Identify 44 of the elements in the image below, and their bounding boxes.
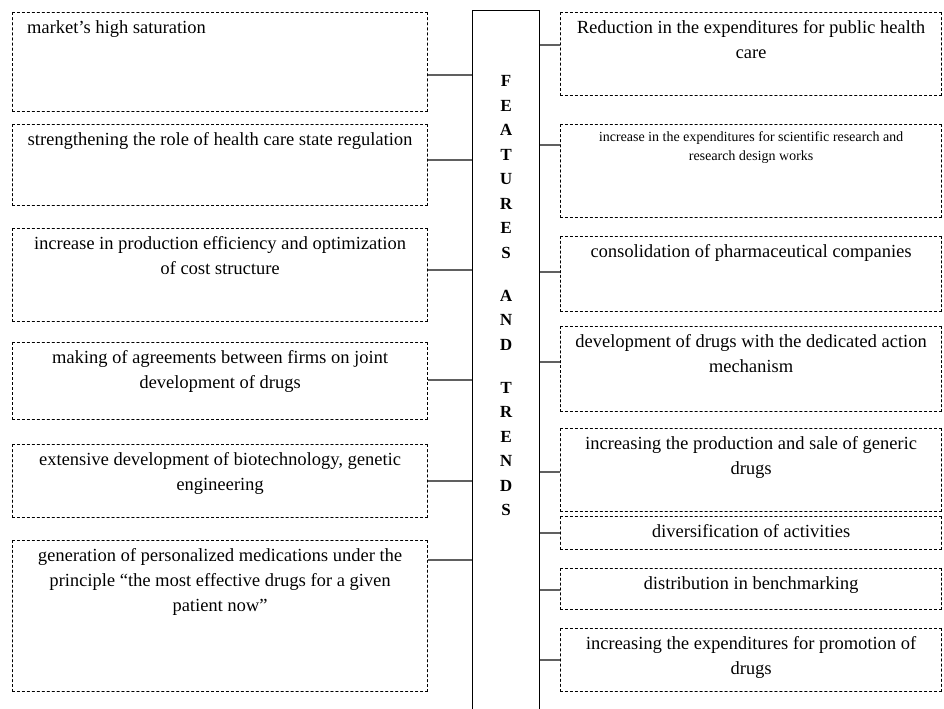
connector-line [540, 361, 560, 363]
connector-line [428, 379, 472, 381]
connector-line [540, 659, 560, 661]
dashed-text-box [12, 444, 428, 518]
dashed-text-box [560, 12, 942, 96]
central-column-box [472, 10, 540, 709]
connector-line [540, 589, 560, 591]
box-text: extensive development of biotechnology, genetic engineering [38, 449, 402, 497]
box-text: making of agreements between firms on joint development of drugs [51, 347, 389, 395]
box-text: increasing the production and sale of generic drugs [584, 433, 918, 481]
box-text: generation of personalized medications under the principle “the most effective drugs for a given patient now” [36, 545, 404, 618]
dashed-text-box [560, 236, 942, 312]
connector-line [540, 471, 560, 473]
box-text: increase in production efficiency and optimization of cost structure [32, 233, 408, 281]
dashed-text-box [12, 342, 428, 420]
dashed-text-box [12, 228, 428, 322]
box-text: diversification of activities [652, 521, 850, 544]
dashed-text-box [12, 124, 428, 206]
box-text: strengthening the role of health care state regulation [28, 129, 412, 152]
box-text: consolidation of pharmaceutical companies [590, 241, 912, 264]
dashed-text-box [560, 516, 942, 550]
box-text: development of drugs with the dedicated action mechanism [575, 331, 927, 379]
box-text: increasing the expenditures for promotion of drugs [584, 633, 918, 681]
dashed-text-box [560, 326, 942, 412]
box-text: increase in the expenditures for scientific research and research design works [598, 129, 904, 166]
connector-line [540, 144, 560, 146]
connector-line [428, 269, 472, 271]
box-text: market’s high saturation [27, 17, 206, 40]
connector-line [540, 532, 560, 534]
connector-line [428, 559, 472, 561]
dashed-text-box [560, 568, 942, 610]
vertical-heading: FEATURES AND TRENDS [498, 70, 514, 522]
connector-line [428, 74, 472, 76]
dashed-text-box [560, 428, 942, 512]
connector-line [540, 44, 560, 46]
dashed-text-box [12, 540, 428, 692]
dashed-text-box [560, 124, 942, 218]
connector-line [540, 271, 560, 273]
box-text: distribution in benchmarking [644, 573, 858, 596]
box-text: Reduction in the expenditures for public health care [576, 17, 926, 65]
connector-line [428, 480, 472, 482]
dashed-text-box [12, 12, 428, 112]
connector-line [428, 159, 472, 161]
dashed-text-box [560, 628, 942, 692]
